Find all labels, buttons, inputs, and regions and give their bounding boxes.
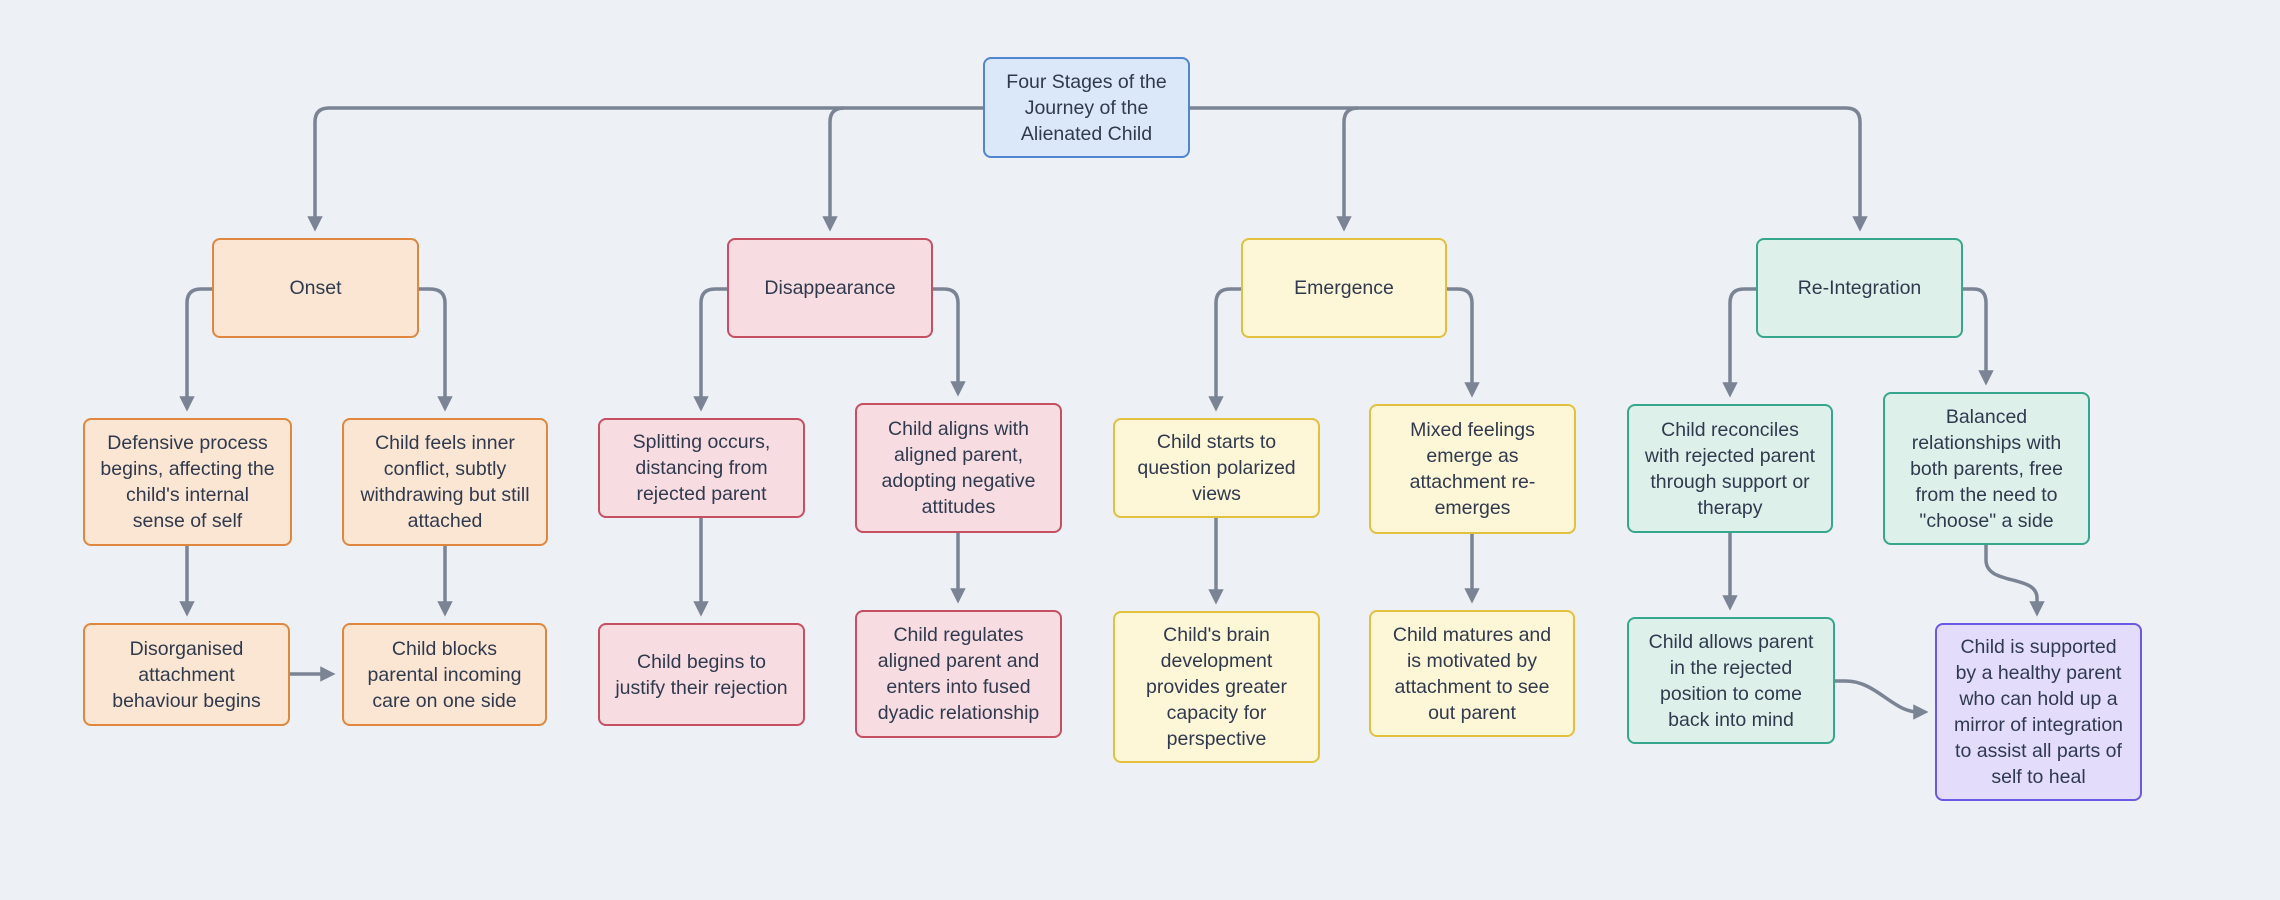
- node-text: Child's brain development provides great…: [1146, 624, 1287, 750]
- node-text: Child aligns with aligned parent, adopti…: [881, 418, 1036, 518]
- edge-reintegration-left: [1722, 287, 1756, 398]
- edge-disappearance-right: [933, 287, 966, 397]
- node-text: Child matures and is motivated by attach…: [1392, 623, 1552, 724]
- node-balanced-relationships: Balanced relationships with both parents…: [1883, 392, 2090, 545]
- edge-root-to-disappearance: [822, 106, 845, 232]
- edge-onset-right: [419, 287, 453, 412]
- node-text: Disorganised attachment behaviour begins: [112, 637, 261, 712]
- edge-emergence-right: [1447, 287, 1480, 398]
- node-supported-by-healthy-parent: Child is supported by a healthy parent w…: [1935, 623, 2142, 801]
- node-text: Child blocks parental incoming care on o…: [367, 637, 522, 712]
- node-splitting-occurs: Splitting occurs, distancing from reject…: [598, 418, 805, 518]
- node-allows-parent-back: Child allows parent in the rejected posi…: [1627, 617, 1835, 744]
- node-blocks-parental-care: Child blocks parental incoming care on o…: [342, 623, 547, 726]
- node-text: Child starts to question polarized views: [1137, 431, 1296, 505]
- edge-emergence-left: [1208, 287, 1241, 412]
- node-text: Splitting occurs, distancing from reject…: [632, 431, 771, 505]
- edge-balanced-to-supported: [1984, 545, 2045, 617]
- node-justify-rejection: Child begins to justify their rejection: [598, 623, 805, 726]
- node-text: Defensive process begins, affecting the …: [100, 432, 275, 532]
- edge-reintegration-right: [1963, 287, 1994, 386]
- node-text: Onset: [289, 277, 342, 299]
- node-stage-emergence: Emergence: [1241, 238, 1447, 338]
- node-mixed-feelings: Mixed feelings emerge as attachment re-e…: [1369, 404, 1576, 534]
- node-fused-dyadic-relationship: Child regulates aligned parent and enter…: [855, 610, 1062, 738]
- node-child-matures: Child matures and is motivated by attach…: [1369, 610, 1575, 737]
- node-question-polarized-views: Child starts to question polarized views: [1113, 418, 1320, 518]
- node-inner-conflict: Child feels inner conflict, subtly withd…: [342, 418, 548, 546]
- node-text: Child reconciles with rejected parent th…: [1644, 418, 1816, 519]
- node-text: Re-Integration: [1797, 277, 1922, 299]
- node-text: Child feels inner conflict, subtly withd…: [360, 432, 530, 532]
- edge-allows-to-supported: [1835, 679, 1929, 720]
- node-text: Child regulates aligned parent and enter…: [877, 624, 1040, 724]
- node-disorganised-attachment: Disorganised attachment behaviour begins: [83, 623, 290, 726]
- node-stage-reintegration: Re-Integration: [1756, 238, 1963, 338]
- edge-disappearance-left: [693, 287, 727, 412]
- edge-root-to-emergence: [1336, 106, 1359, 232]
- node-stage-onset: Onset: [212, 238, 419, 338]
- node-text: Emergence: [1294, 277, 1394, 299]
- node-text: Four Stages of the Journey of the Aliena…: [1006, 70, 1167, 145]
- node-text: Disappearance: [764, 277, 896, 299]
- edge-root-to-reintegration: [1190, 106, 1868, 232]
- node-brain-development: Child's brain development provides great…: [1113, 611, 1320, 763]
- node-text: Balanced relationships with both parents…: [1910, 405, 2063, 532]
- node-text: Child allows parent in the rejected posi…: [1648, 630, 1814, 731]
- node-aligns-with-parent: Child aligns with aligned parent, adopti…: [855, 403, 1062, 533]
- edge-onset-left: [179, 287, 212, 412]
- node-stage-disappearance: Disappearance: [727, 238, 933, 338]
- node-root-title: Four Stages of the Journey of the Aliena…: [983, 57, 1190, 158]
- node-reconciles-with-parent: Child reconciles with rejected parent th…: [1627, 404, 1833, 533]
- node-defensive-process: Defensive process begins, affecting the …: [83, 418, 292, 546]
- node-text: Child begins to justify their rejection: [615, 650, 788, 699]
- node-text: Child is supported by a healthy parent w…: [1953, 636, 2124, 788]
- edge-root-to-onset: [307, 106, 983, 232]
- node-text: Mixed feelings emerge as attachment re-e…: [1409, 419, 1536, 519]
